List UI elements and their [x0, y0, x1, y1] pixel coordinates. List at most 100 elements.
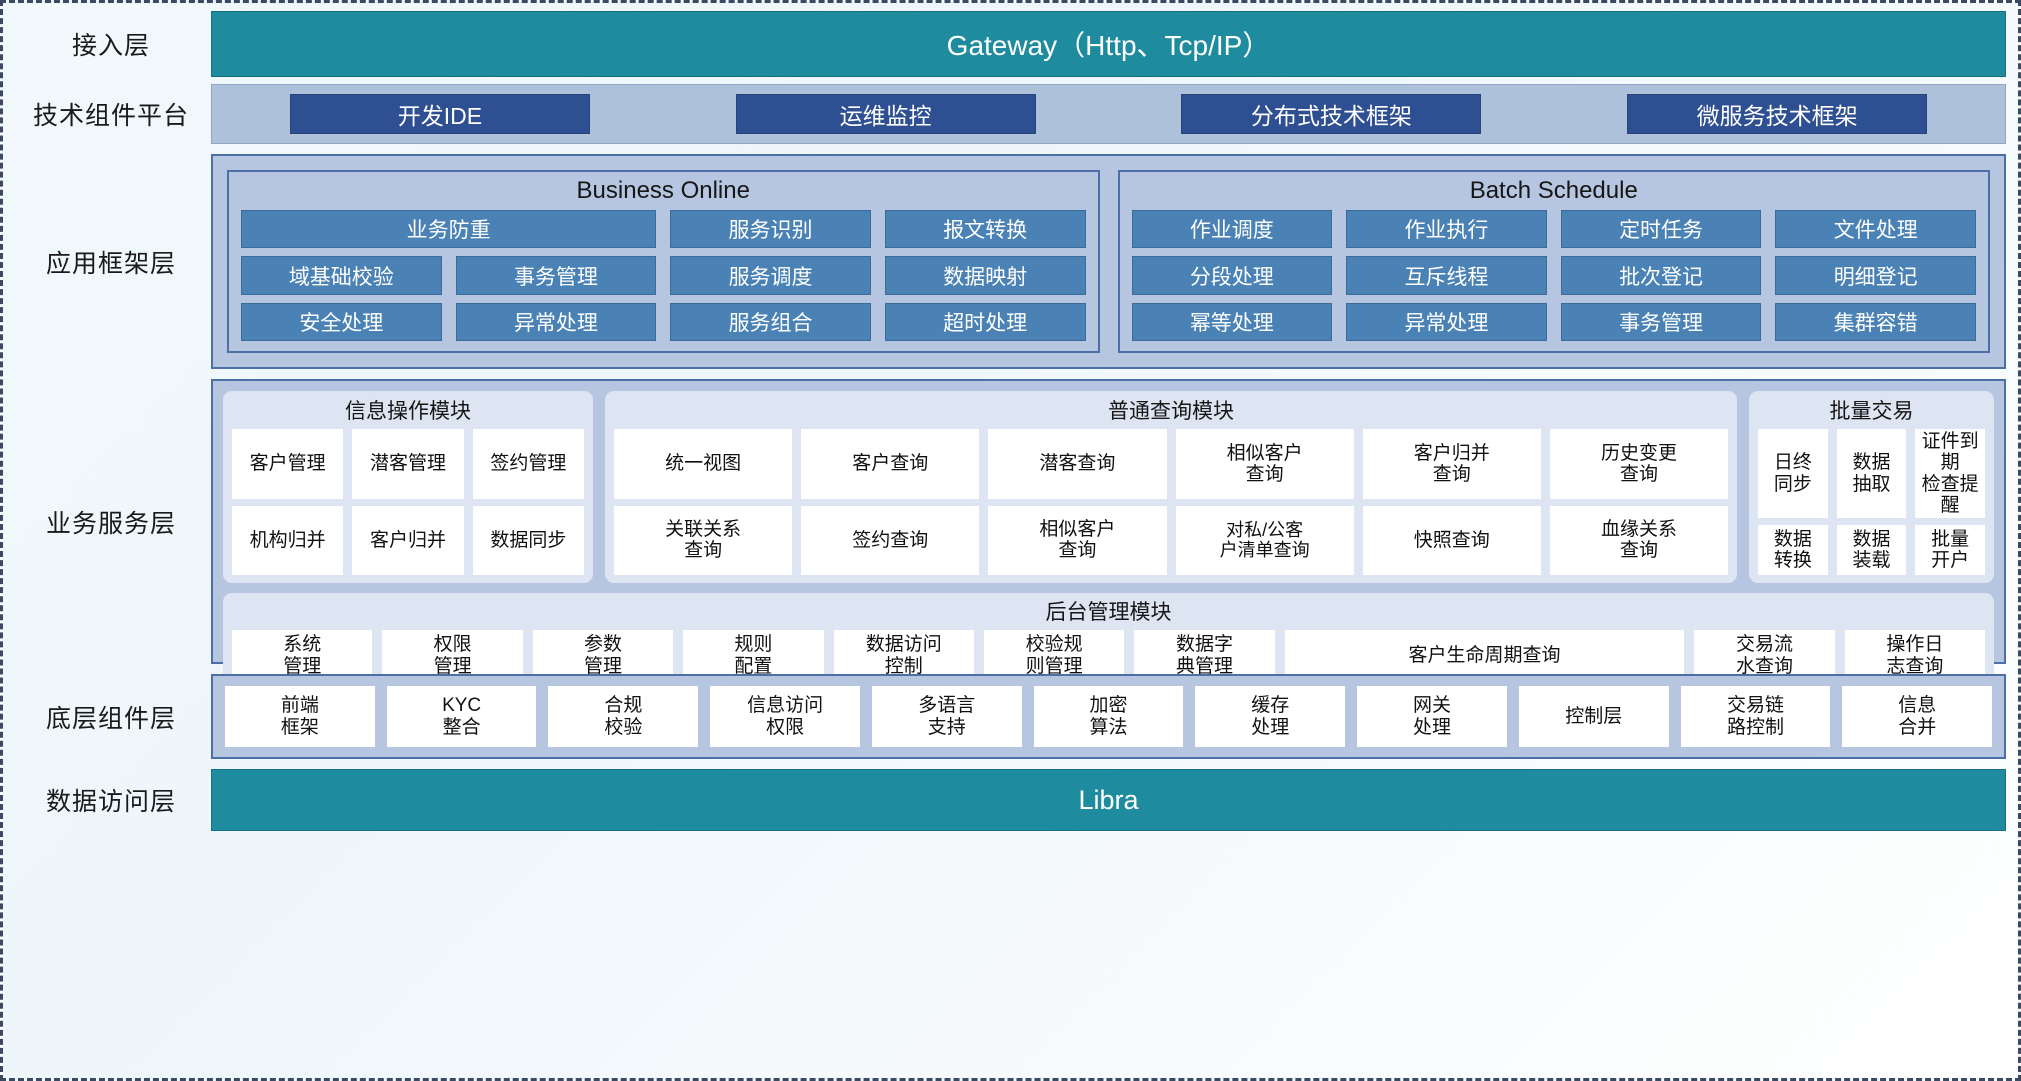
biz-module-title-info-operation: 信息操作模块: [345, 400, 471, 423]
biz-cell-relation-query[interactable]: 关联关系查询: [614, 505, 793, 576]
biz-cell-customer-merge-query[interactable]: 客户归并查询: [1362, 429, 1541, 499]
backoffice-cell-customer-lifecycle-query[interactable]: 客户生命周期查询: [1284, 630, 1685, 682]
biz-row: 日终同步 数据抽取 证件到期检查提醒: [1758, 429, 1986, 519]
app-cell-timeout-process[interactable]: 超时处理: [884, 302, 1086, 341]
biz-cell-customer-mgmt[interactable]: 客户管理: [232, 429, 344, 499]
biz-row: 统一视图 客户查询 潜客查询 相似客户查询 客户归并查询 历史变更查询: [614, 429, 1729, 499]
biz-cell-snapshot-query[interactable]: 快照查询: [1362, 505, 1541, 576]
app-cell-idempotent-process[interactable]: 幂等处理: [1131, 302, 1333, 341]
app-cell-security-process[interactable]: 安全处理: [241, 302, 442, 341]
app-cell-exception-process[interactable]: 异常处理: [455, 302, 657, 341]
component-cell-encryption-algorithm[interactable]: 加密算法: [1033, 686, 1184, 747]
app-cell-segment-process[interactable]: 分段处理: [1131, 256, 1333, 295]
biz-cell-history-change-query[interactable]: 历史变更查询: [1549, 429, 1729, 499]
layer-access: 接入层 Gateway（Http、Tcp/IP）: [11, 11, 2006, 77]
component-cell-multilingual-support[interactable]: 多语言支持: [871, 686, 1022, 747]
libra-bar[interactable]: Libra: [211, 769, 2006, 831]
backoffice-cell-parameter-mgmt[interactable]: 参数管理: [532, 630, 674, 682]
app-cell-job-execute[interactable]: 作业执行: [1346, 210, 1547, 249]
biz-row: 关联关系查询 签约查询 相似客户查询 对私/公客户清单查询 快照查询 血缘关系查…: [614, 505, 1729, 576]
backoffice-cell-rule-config[interactable]: 规则配置: [683, 630, 824, 682]
app-cell-service-schedule[interactable]: 服务调度: [670, 256, 871, 295]
layer-business-service: 业务服务层 信息操作模块 客户管理 潜客管理 签约管理: [11, 379, 2006, 690]
biz-cell-similar-customer-query[interactable]: 相似客户查询: [1175, 429, 1354, 499]
component-cell-compliance-check[interactable]: 合规校验: [548, 686, 699, 747]
biz-cell-prospect-mgmt[interactable]: 潜客管理: [352, 429, 464, 499]
biz-cell-private-public-customer-list-query[interactable]: 对私/公客户清单查询: [1175, 505, 1354, 576]
app-cell-batch-register[interactable]: 批次登记: [1560, 256, 1762, 295]
app-cell-transaction-mgmt[interactable]: 事务管理: [455, 256, 657, 295]
component-cell-info-merge[interactable]: 信息合并: [1842, 686, 1993, 747]
backoffice-cell-system-mgmt[interactable]: 系统管理: [232, 630, 373, 682]
app-cell-detail-register[interactable]: 明细登记: [1775, 256, 1976, 295]
backoffice-cell-data-dictionary-mgmt[interactable]: 数据字典管理: [1134, 630, 1275, 682]
component-cell-gateway-process[interactable]: 网关处理: [1357, 686, 1507, 747]
app-cell-business-dedup[interactable]: 业务防重: [241, 210, 657, 249]
biz-module-title-batch-transaction: 批量交易: [1829, 400, 1914, 423]
gateway-bar[interactable]: Gateway（Http、Tcp/IP）: [211, 11, 2006, 77]
tech-chip-microservice-framework[interactable]: 微服务技术框架: [1627, 94, 1928, 134]
biz-module-batch-transaction: 批量交易 日终同步 数据抽取 证件到期检查提醒 数据转换 数据装载 批量开户: [1749, 391, 1994, 584]
backoffice-cell-validation-rule-mgmt[interactable]: 校验规则管理: [983, 630, 1125, 682]
app-cell-domain-basic-validate[interactable]: 域基础校验: [241, 256, 442, 295]
app-cell-data-mapping[interactable]: 数据映射: [884, 256, 1086, 295]
biz-cell-eod-sync[interactable]: 日终同步: [1758, 429, 1828, 519]
backoffice-cell-permission-mgmt[interactable]: 权限管理: [382, 630, 523, 682]
app-framework-band: Business Online 业务防重 服务识别 报文转换 域基础校验 事务管…: [211, 154, 2006, 369]
app-row: 安全处理 异常处理 服务组合 超时处理: [241, 302, 1086, 341]
layer-data-access: 数据访问层 Libra: [11, 769, 2006, 831]
tech-chip-dev-ide[interactable]: 开发IDE: [289, 94, 590, 134]
biz-cell-contract-mgmt[interactable]: 签约管理: [472, 429, 584, 499]
biz-cell-batch-account-open[interactable]: 批量开户: [1915, 525, 1986, 576]
app-cell-cluster-fault-tolerance[interactable]: 集群容错: [1775, 302, 1976, 341]
component-cell-info-access-permission[interactable]: 信息访问权限: [710, 686, 860, 747]
biz-cell-prospect-query[interactable]: 潜客查询: [988, 429, 1167, 499]
app-cell-exception-process-batch[interactable]: 异常处理: [1346, 302, 1547, 341]
layer-label-data-access: 数据访问层: [45, 788, 176, 816]
layer-label-tech: 技术组件平台: [32, 102, 189, 130]
app-row: 分段处理 互斥线程 批次登记 明细登记: [1131, 256, 1976, 295]
biz-cell-customer-query[interactable]: 客户查询: [801, 429, 980, 499]
biz-module-info-operation: 信息操作模块 客户管理 潜客管理 签约管理 机构归并 客户归并 数据同步: [223, 391, 593, 584]
biz-cell-unified-view[interactable]: 统一视图: [614, 429, 793, 499]
biz-cell-similar-customer-query-2[interactable]: 相似客户查询: [988, 505, 1167, 576]
biz-cell-lineage-query[interactable]: 血缘关系查询: [1549, 505, 1729, 576]
biz-cell-data-load[interactable]: 数据装载: [1836, 525, 1907, 576]
layer-label-component: 底层组件层: [45, 704, 176, 733]
backoffice-row: 系统管理 权限管理 参数管理 规则配置 数据访问控制 校验规则管理 数据字典管理…: [232, 630, 1986, 682]
tech-chip-distributed-framework[interactable]: 分布式技术框架: [1181, 94, 1482, 134]
app-cell-service-composition[interactable]: 服务组合: [670, 302, 871, 341]
app-cell-file-process[interactable]: 文件处理: [1775, 210, 1976, 249]
biz-cell-contract-query[interactable]: 签约查询: [801, 505, 980, 576]
app-cell-transaction-mgmt-batch[interactable]: 事务管理: [1560, 302, 1762, 341]
biz-cell-data-sync[interactable]: 数据同步: [472, 505, 584, 576]
app-row: 域基础校验 事务管理 服务调度 数据映射: [241, 256, 1086, 295]
tech-chip-band: 开发IDE 运维监控 分布式技术框架 微服务技术框架: [211, 84, 2006, 144]
backoffice-cell-data-access-control[interactable]: 数据访问控制: [833, 630, 974, 682]
biz-cell-org-merge[interactable]: 机构归并: [232, 505, 344, 576]
backoffice-cell-transaction-flow-query[interactable]: 交易流水查询: [1694, 630, 1835, 682]
app-cell-job-schedule[interactable]: 作业调度: [1131, 210, 1333, 249]
biz-module-general-query: 普通查询模块 统一视图 客户查询 潜客查询 相似客户查询 客户归并查询 历史变更…: [605, 391, 1737, 584]
app-cell-mutex-thread[interactable]: 互斥线程: [1346, 256, 1547, 295]
app-row: 作业调度 作业执行 定时任务 文件处理: [1131, 210, 1976, 249]
app-cell-message-convert[interactable]: 报文转换: [884, 210, 1086, 249]
tech-chip-ops-monitor[interactable]: 运维监控: [735, 94, 1036, 134]
component-cell-frontend-framework[interactable]: 前端框架: [225, 686, 375, 747]
backoffice-cell-operation-log-query[interactable]: 操作日志查询: [1844, 630, 1986, 682]
biz-cell-customer-merge[interactable]: 客户归并: [352, 505, 464, 576]
biz-cell-data-extract[interactable]: 数据抽取: [1836, 429, 1907, 519]
app-cell-service-identify[interactable]: 服务识别: [670, 210, 871, 249]
app-row: 业务防重 服务识别 报文转换: [241, 210, 1086, 249]
biz-cell-data-transform[interactable]: 数据转换: [1758, 525, 1828, 576]
component-cell-transaction-chain-control[interactable]: 交易链路控制: [1680, 686, 1831, 747]
layer-label-app-framework: 应用框架层: [45, 249, 176, 278]
app-cell-timed-task[interactable]: 定时任务: [1560, 210, 1762, 249]
biz-cell-certificate-expiry-reminder[interactable]: 证件到期检查提醒: [1915, 429, 1986, 519]
component-cell-cache-process[interactable]: 缓存处理: [1195, 686, 1346, 747]
app-group-business-online: Business Online 业务防重 服务识别 报文转换 域基础校验 事务管…: [227, 170, 1100, 353]
component-cell-control-layer[interactable]: 控制层: [1518, 686, 1669, 747]
